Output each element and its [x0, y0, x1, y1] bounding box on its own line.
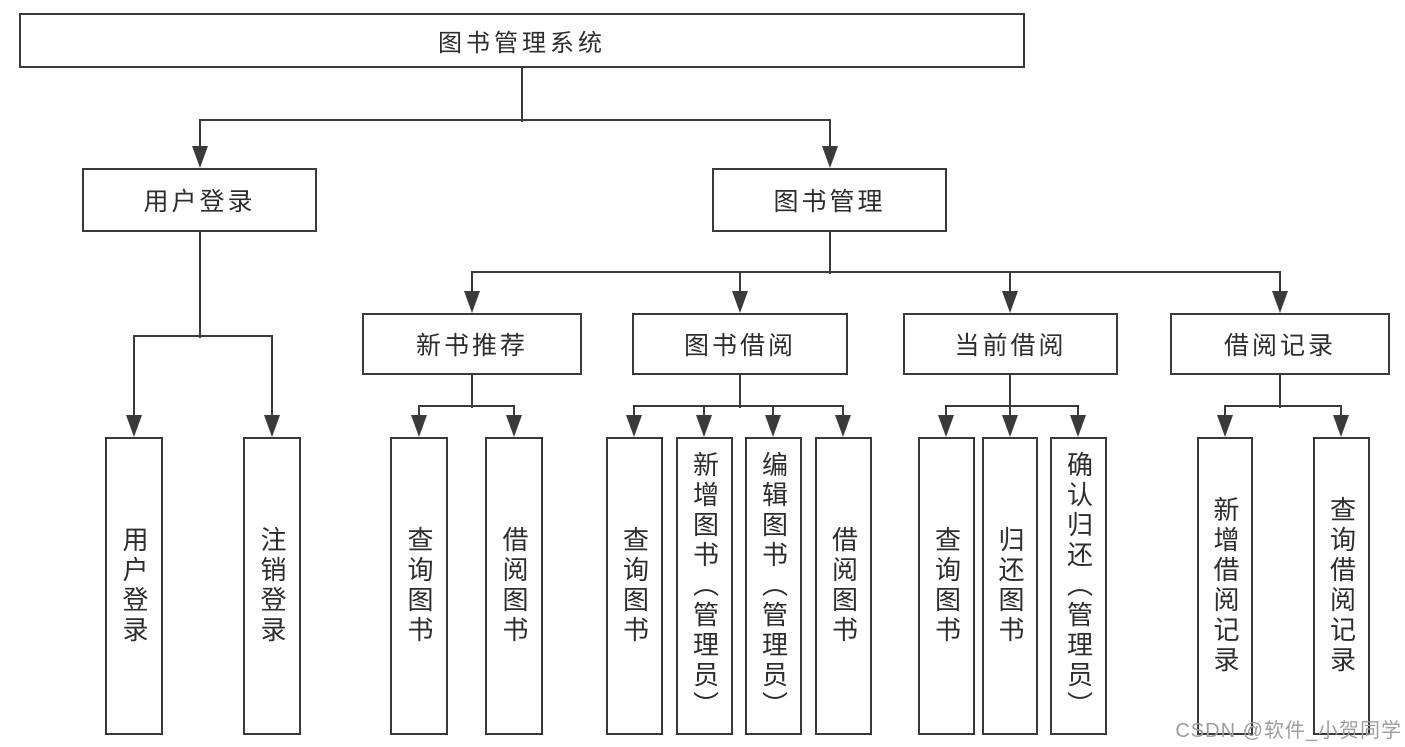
leaf-borrow-books-borrowing-label: 借阅图书 [828, 526, 859, 646]
leaf-user-login: 用户登录 [105, 437, 163, 735]
connector-line [471, 375, 473, 408]
leaf-return-books: 归还图书 [982, 437, 1038, 735]
connector-line [739, 272, 741, 295]
arrowhead [696, 415, 712, 437]
connector-line [521, 68, 523, 122]
node-current-borrowing: 当前借阅 [903, 313, 1118, 375]
leaf-confirm-return-admin-label: 确认归还（管理员） [1063, 451, 1094, 721]
arrowhead [1002, 415, 1018, 437]
connector-line [199, 232, 201, 338]
node-root-label: 图书管理系统 [438, 30, 606, 57]
arrowhead [1070, 415, 1086, 437]
leaf-edit-books-admin-label: 编辑图书（管理员） [758, 451, 789, 721]
leaf-query-books-recommend-label: 查询图书 [404, 526, 434, 646]
arrowhead [464, 291, 480, 313]
leaf-query-books-current: 查询图书 [918, 437, 975, 735]
node-new-book-recommend: 新书推荐 [362, 313, 582, 375]
connector-line [772, 406, 774, 419]
arrowhead [732, 291, 748, 313]
arrowhead [506, 415, 522, 437]
connector-line [829, 120, 831, 150]
leaf-borrow-books-recommend: 借阅图书 [485, 437, 543, 735]
connector-line [842, 406, 844, 419]
connector-line [1009, 272, 1011, 295]
leaf-user-login-label: 用户登录 [119, 526, 149, 646]
connector-line [133, 336, 135, 419]
arrowhead [938, 415, 954, 437]
connector-line [633, 406, 635, 419]
connector-line [1279, 272, 1281, 295]
arrowhead [626, 415, 642, 437]
arrowhead [192, 146, 208, 168]
arrowhead [1272, 291, 1288, 313]
connector-line [739, 375, 741, 408]
node-borrow-records: 借阅记录 [1170, 313, 1390, 375]
connector-line [1077, 406, 1079, 419]
node-user-login-label: 用户登录 [143, 188, 256, 216]
node-root: 图书管理系统 [19, 13, 1025, 68]
connector-line [1340, 406, 1342, 419]
leaf-query-books-borrowing-label: 查询图书 [619, 526, 650, 646]
node-user-login: 用户登录 [82, 168, 317, 232]
arrowhead [1217, 415, 1233, 437]
arrowhead [264, 415, 280, 437]
leaf-confirm-return-admin: 确认归还（管理员） [1050, 437, 1107, 735]
leaf-query-books-borrowing: 查询图书 [606, 437, 663, 735]
leaf-edit-books-admin: 编辑图书（管理员） [745, 437, 802, 735]
node-new-book-recommend-label: 新书推荐 [415, 332, 528, 360]
arrowhead [411, 415, 427, 437]
node-borrow-records-label: 借阅记录 [1223, 332, 1336, 360]
arrowhead [765, 415, 781, 437]
connector-line [633, 405, 844, 407]
connector-line [703, 406, 705, 419]
csdn-watermark: CSDN @软件_小贺同学 [1175, 720, 1402, 742]
leaf-add-borrow-record: 新增借阅记录 [1197, 437, 1253, 735]
connector-line [945, 405, 1079, 407]
connector-line [1009, 375, 1011, 408]
leaf-logout-label: 注销登录 [257, 526, 287, 646]
connector-line [271, 336, 273, 419]
arrowhead [1333, 415, 1349, 437]
connector-line [1279, 375, 1281, 408]
leaf-query-books-recommend: 查询图书 [390, 437, 448, 735]
leaf-borrow-books-borrowing: 借阅图书 [815, 437, 872, 735]
leaf-logout: 注销登录 [243, 437, 301, 735]
arrowhead [1002, 291, 1018, 313]
connector-line [133, 335, 273, 337]
arrowhead [835, 415, 851, 437]
connector-line [1009, 406, 1011, 419]
node-book-borrowing-label: 图书借阅 [683, 332, 796, 360]
arrowhead [822, 146, 838, 168]
connector-line [199, 120, 201, 150]
connector-line [418, 406, 420, 419]
connector-line [1224, 405, 1342, 407]
leaf-query-books-current-label: 查询图书 [931, 526, 962, 646]
connector-line [513, 406, 515, 419]
arrowhead [126, 415, 142, 437]
leaf-borrow-books-recommend-label: 借阅图书 [499, 526, 529, 646]
node-current-borrowing-label: 当前借阅 [954, 332, 1067, 360]
leaf-add-books-admin-label: 新增图书（管理员） [689, 451, 720, 721]
leaf-return-books-label: 归还图书 [995, 526, 1025, 646]
connector-line [829, 232, 831, 274]
connector-line [199, 119, 831, 121]
connector-line [418, 405, 515, 407]
node-book-management: 图书管理 [712, 168, 947, 232]
leaf-add-books-admin: 新增图书（管理员） [676, 437, 733, 735]
leaf-add-borrow-record-label: 新增借阅记录 [1210, 496, 1240, 676]
connector-line [945, 406, 947, 419]
node-book-management-label: 图书管理 [773, 188, 886, 216]
connector-line [471, 272, 473, 295]
leaf-query-borrow-record-label: 查询借阅记录 [1326, 496, 1357, 676]
leaf-query-borrow-record: 查询借阅记录 [1313, 437, 1370, 735]
connector-line [1224, 406, 1226, 419]
node-book-borrowing: 图书借阅 [632, 313, 848, 375]
connector-line [471, 271, 1281, 273]
